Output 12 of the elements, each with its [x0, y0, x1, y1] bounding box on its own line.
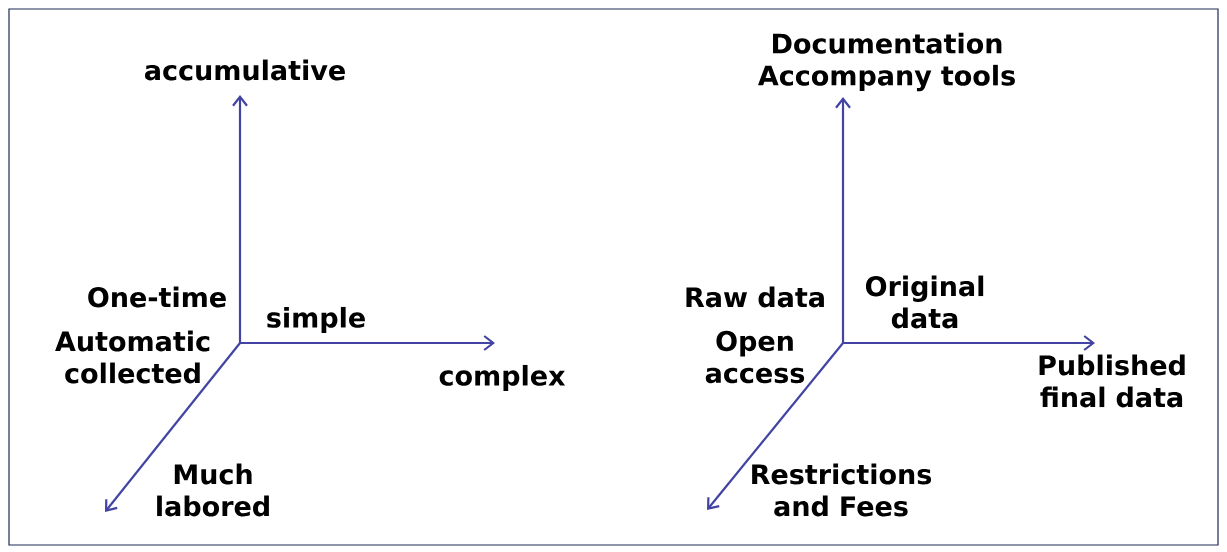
axis-label: Open access [705, 330, 805, 384]
axis-label: One-time [88, 286, 226, 308]
axis-label: Raw data [686, 286, 824, 308]
axis-label: simple [267, 306, 365, 334]
axis-label: Original data [865, 275, 984, 329]
axis-label: Much labored [157, 463, 269, 517]
axis-label: Published final data [1039, 354, 1185, 408]
axis-label: Restrictions and Fees [752, 463, 932, 517]
axis-label: accumulative [145, 59, 345, 81]
axis-label: Documentation Accompany tools [758, 32, 1015, 92]
axis-label: complex [439, 364, 566, 392]
axis-label: Automatic collected [55, 330, 210, 384]
